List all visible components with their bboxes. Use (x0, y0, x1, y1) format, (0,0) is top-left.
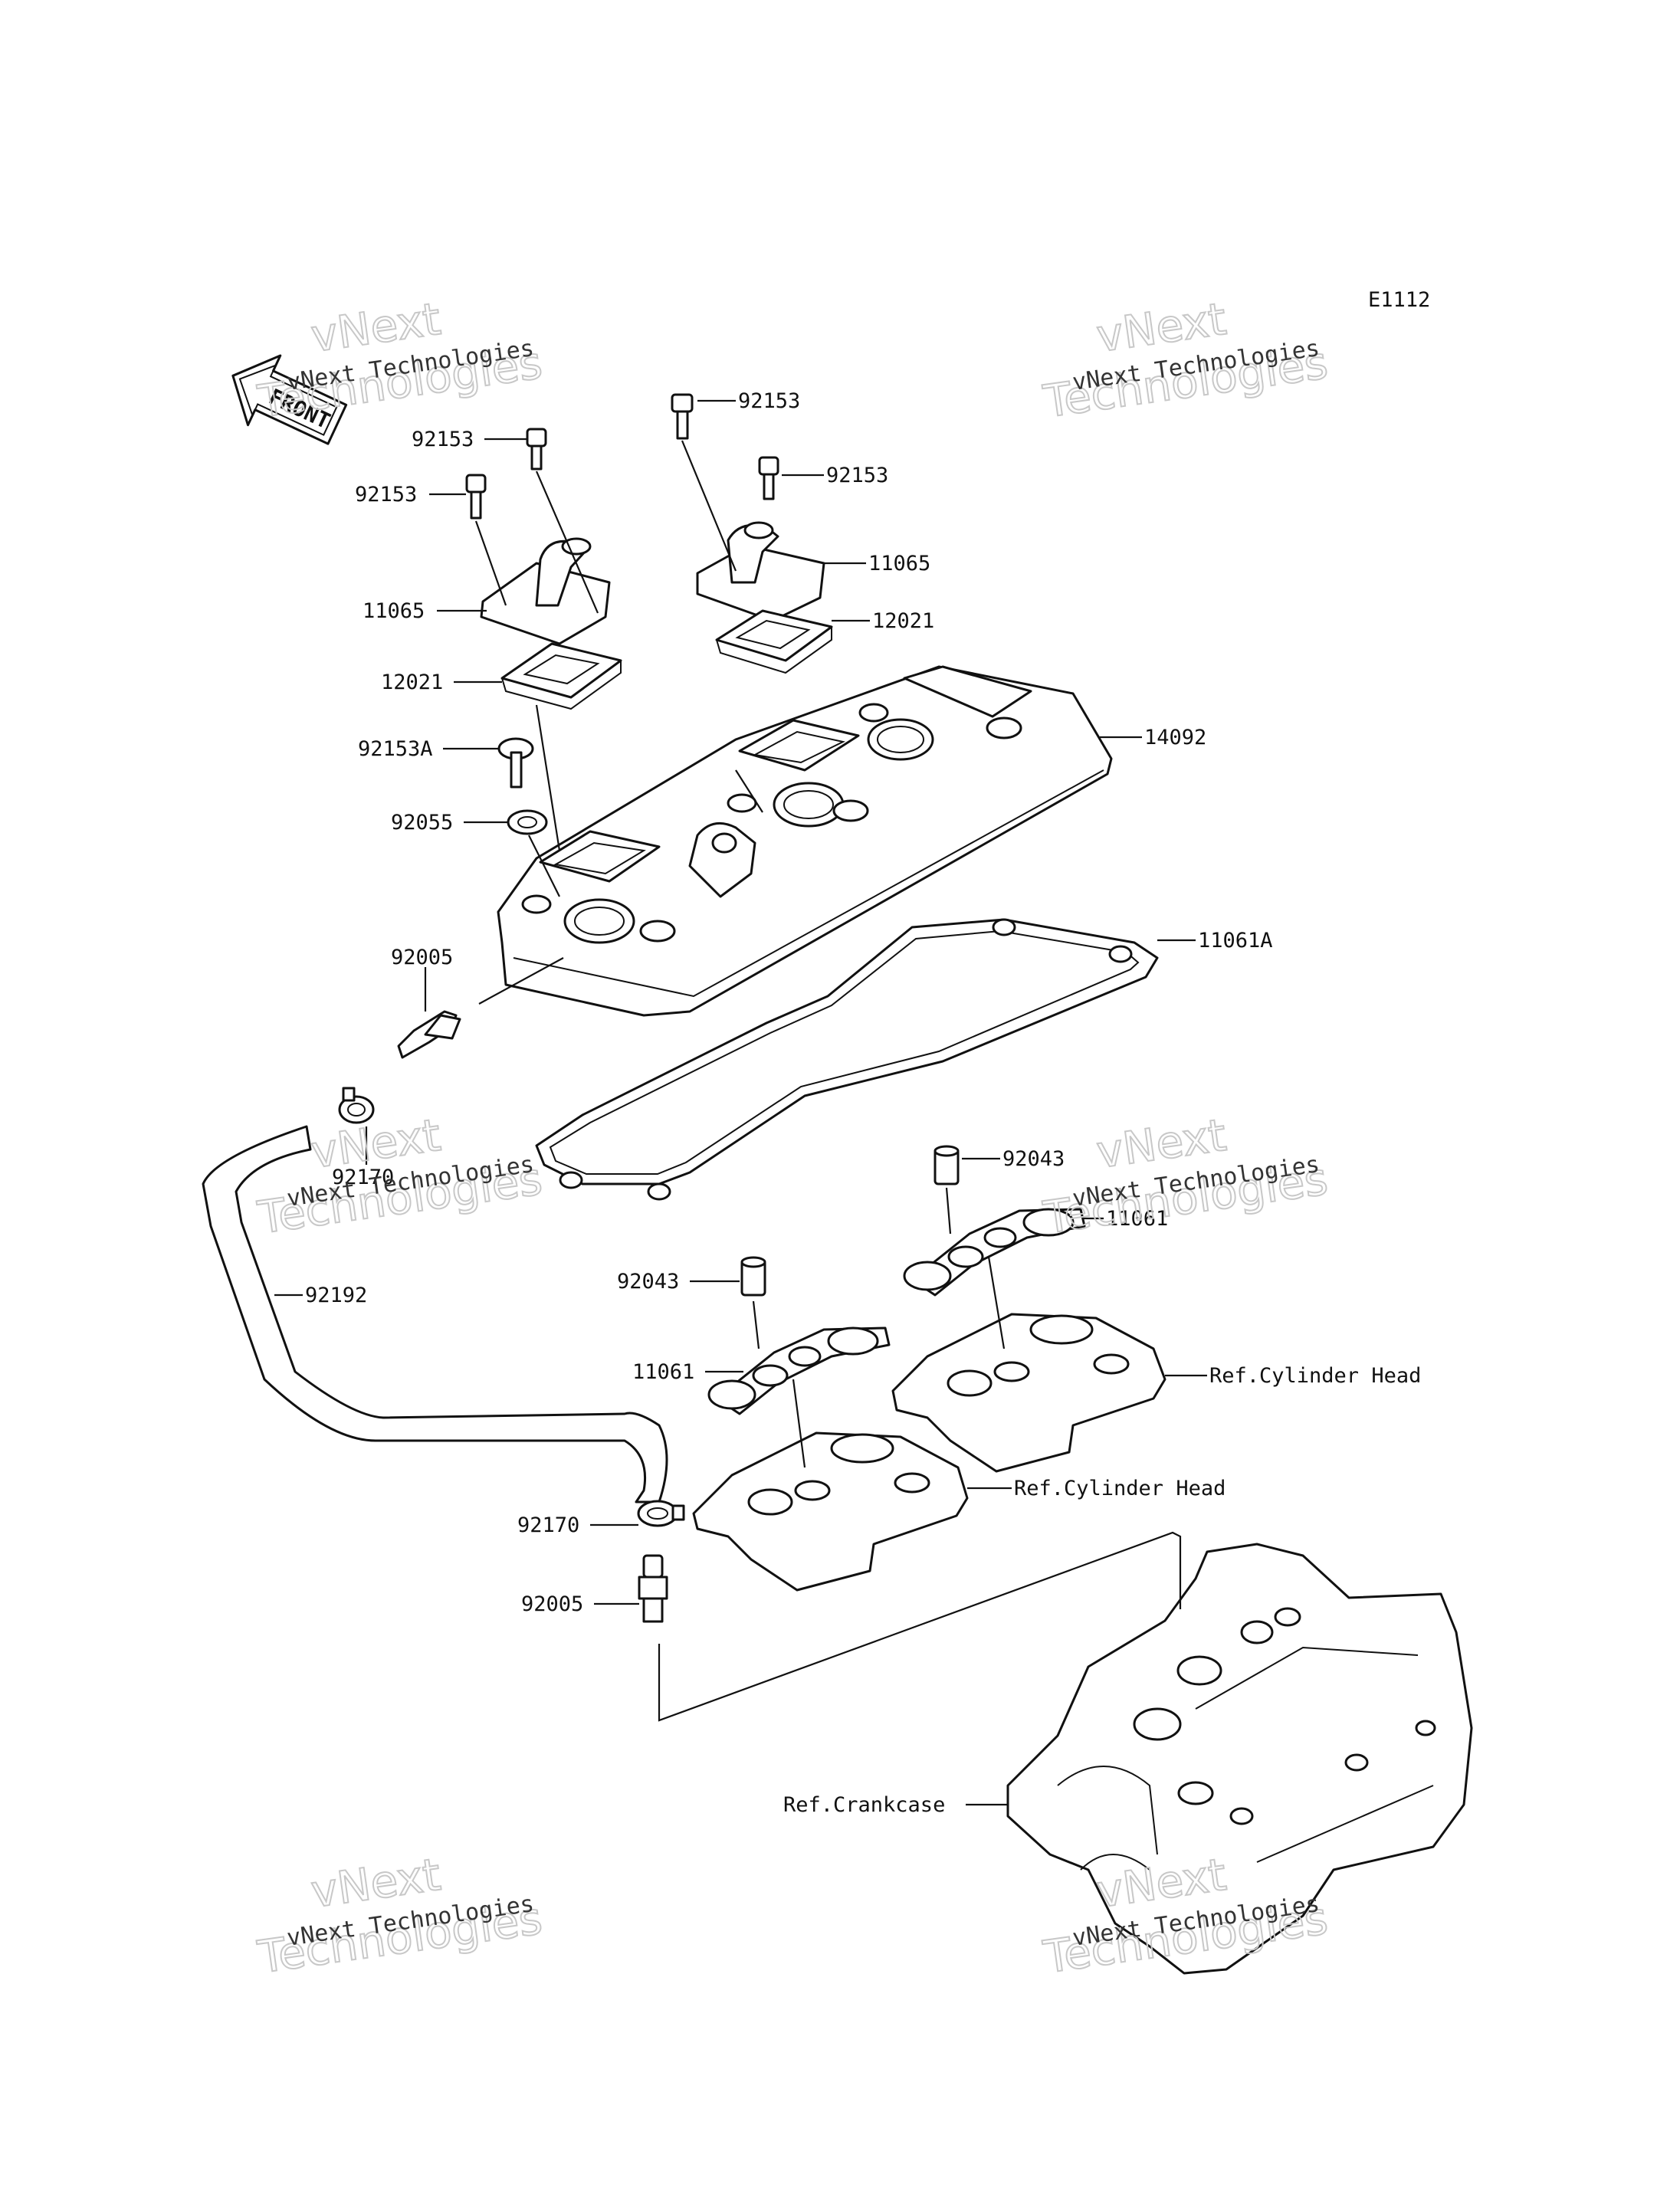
label-92043-b: 92043 (617, 1270, 679, 1294)
label-11061a: 11061A (1198, 929, 1273, 953)
label-92170-a: 92170 (332, 1166, 394, 1189)
fitting-92005-lower (638, 1554, 668, 1623)
plug-gasket-upper (903, 1208, 1086, 1297)
label-11065-a: 11065 (868, 552, 930, 575)
plug-gasket-lower (707, 1326, 891, 1415)
label-92055: 92055 (391, 811, 453, 835)
watermark-4: vNext Technologies vNext Technologies (1039, 1108, 1331, 1244)
reed-gasket-right (715, 609, 833, 674)
watermark-1: vNext Technologies vNext Technologies (254, 292, 546, 428)
watermark-2: vNext Technologies vNext Technologies (1039, 292, 1331, 428)
clamp-92170-upper (338, 1087, 375, 1124)
part-labels: 92153 92153 92153 92153 11065 11065 1202… (305, 389, 1421, 1817)
label-14092: 14092 (1144, 726, 1206, 749)
screw-92153a (497, 737, 534, 789)
watermark-3: vNext Technologies vNext Technologies (254, 1108, 546, 1244)
bolt-92153-d (465, 474, 487, 520)
label-92153-a: 92153 (738, 389, 800, 413)
bolt-92153-a (671, 393, 694, 440)
label-92153a: 92153A (358, 737, 433, 761)
clamp-92170-lower (637, 1500, 685, 1527)
label-11061-a: 11061 (1106, 1207, 1168, 1231)
label-11061-b: 11061 (632, 1360, 694, 1384)
label-12021-a: 12021 (872, 609, 934, 633)
label-92153-b: 92153 (412, 428, 474, 451)
reed-cover-right (696, 521, 825, 622)
label-11065-b: 11065 (363, 599, 425, 623)
label-ref-cylinder-head-b: Ref.Cylinder Head (1014, 1477, 1226, 1500)
dowel-92043-upper (934, 1145, 960, 1185)
breather-hose (202, 1125, 668, 1503)
label-92153-d: 92153 (355, 483, 417, 507)
cylinder-head-upper (891, 1313, 1166, 1473)
label-92043-a: 92043 (1002, 1147, 1065, 1171)
bolt-92153-c (758, 456, 779, 500)
label-92170-b: 92170 (517, 1513, 579, 1537)
label-ref-cylinder-head-a: Ref.Cylinder Head (1209, 1364, 1421, 1388)
fitting-92005-upper (397, 1010, 461, 1059)
label-92005-a: 92005 (391, 946, 453, 969)
cylinder-head-lower (692, 1431, 969, 1592)
diagram-code: E1112 (1368, 288, 1430, 312)
watermark-5: vNext Technologies vNext Technologies (254, 1848, 546, 1984)
label-12021-b: 12021 (381, 671, 443, 694)
reed-cover-left (480, 537, 611, 645)
bolt-92153-b (526, 428, 547, 471)
cylinder-head-cover (497, 665, 1113, 1017)
reed-gasket-left (500, 642, 622, 710)
label-92192: 92192 (305, 1284, 367, 1307)
label-92153-c: 92153 (826, 464, 888, 487)
label-92005-b: 92005 (521, 1592, 583, 1616)
leader-lines (274, 399, 1207, 1806)
label-ref-crankcase: Ref.Crankcase (783, 1793, 945, 1817)
head-cover-gasket (535, 918, 1159, 1201)
dowel-92043-lower (740, 1256, 766, 1297)
crankcase (1006, 1543, 1473, 1975)
washer-92055 (507, 809, 548, 835)
